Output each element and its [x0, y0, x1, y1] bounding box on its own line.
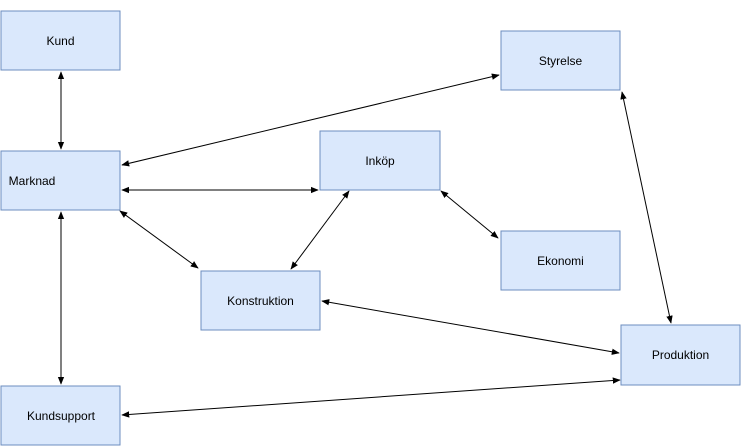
node-styrelse-box [500, 30, 621, 91]
node-inkop: Inköp [319, 130, 441, 191]
edge-inkop-ekonomi [440, 190, 499, 239]
node-styrelse-label: Styrelse [539, 54, 583, 68]
edge-styrelse-produktion [620, 91, 673, 324]
node-styrelse: Styrelse [500, 30, 621, 91]
edge-marknad-styrelse [121, 73, 500, 167]
node-inkop-box [319, 130, 441, 191]
edge-marknad-konstruktion [119, 210, 199, 269]
node-ekonomi: Ekonomi [500, 230, 621, 291]
node-kundsupport-label: Kundsupport [27, 409, 96, 423]
node-produktion-box [620, 324, 741, 386]
edge-inkop-konstruktion [290, 190, 350, 270]
node-marknad-label: Marknad [9, 174, 56, 188]
node-kundsupport: Kundsupport [0, 385, 121, 446]
node-marknad: Marknad [0, 150, 121, 211]
node-kund-box [0, 10, 121, 71]
edges [57, 71, 673, 418]
node-konstruktion-box [200, 270, 321, 331]
node-ekonomi-box [500, 230, 621, 291]
node-konstruktion: Konstruktion [200, 270, 321, 331]
node-produktion: Produktion [620, 324, 741, 386]
node-inkop-label: Inköp [365, 154, 395, 168]
node-kund: Kund [0, 10, 121, 71]
node-produktion-label: Produktion [652, 348, 709, 362]
node-konstruktion-label: Konstruktion [227, 294, 294, 308]
node-ekonomi-label: Ekonomi [537, 254, 584, 268]
node-kundsupport-box [0, 385, 121, 446]
edge-konstruktion-produktion [321, 299, 620, 355]
node-marknad-box [0, 150, 121, 211]
node-kund-label: Kund [46, 34, 74, 48]
edge-kundsupport-produktion [121, 377, 621, 418]
